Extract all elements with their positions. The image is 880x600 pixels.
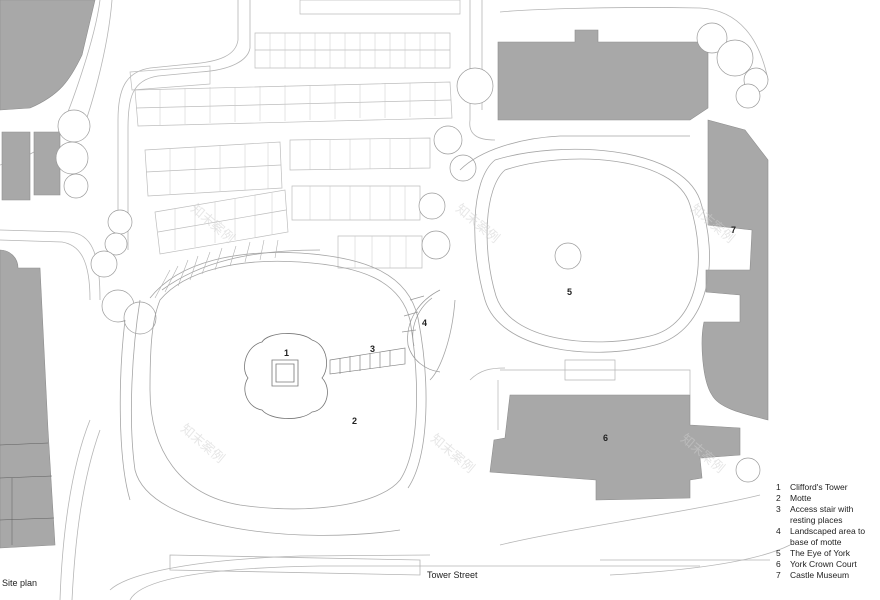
buildings <box>0 0 769 549</box>
trees <box>55 22 769 483</box>
marker-1: 1 <box>284 348 289 358</box>
marker-2: 2 <box>352 416 357 426</box>
road-lines <box>0 0 791 600</box>
marker-6: 6 <box>603 433 608 443</box>
building-west-small-1 <box>1 131 31 201</box>
building-seams <box>0 442 55 545</box>
building-northwest <box>0 0 96 111</box>
building-northeast <box>497 29 709 121</box>
svg-text:知末案例: 知末案例 <box>188 201 237 246</box>
building-crown-court <box>489 394 741 501</box>
landscaped-area <box>401 289 441 373</box>
svg-text:知末案例: 知末案例 <box>453 201 502 246</box>
crown-court-forecourt <box>469 359 691 430</box>
car-bays <box>159 33 436 268</box>
marker-3: 3 <box>370 344 375 354</box>
motte <box>119 249 427 536</box>
terrace-steps <box>154 239 279 299</box>
marker-7: 7 <box>731 225 736 235</box>
cliffords-tower <box>244 333 328 419</box>
access-stair <box>329 347 406 375</box>
svg-text:知末案例: 知末案例 <box>178 421 227 466</box>
svg-text:知末案例: 知末案例 <box>428 431 477 476</box>
street-label: Tower Street <box>427 570 478 580</box>
eye-of-york-lawn <box>429 135 710 381</box>
site-plan-title: Site plan <box>2 578 38 588</box>
marker-4: 4 <box>422 318 427 328</box>
marker-5: 5 <box>567 287 572 297</box>
building-west-long <box>0 249 56 549</box>
building-west-small-2 <box>33 131 61 196</box>
building-castle-museum <box>701 119 769 421</box>
plan-markers: 1 2 3 4 5 6 7 <box>284 225 736 443</box>
car-park <box>129 0 461 269</box>
